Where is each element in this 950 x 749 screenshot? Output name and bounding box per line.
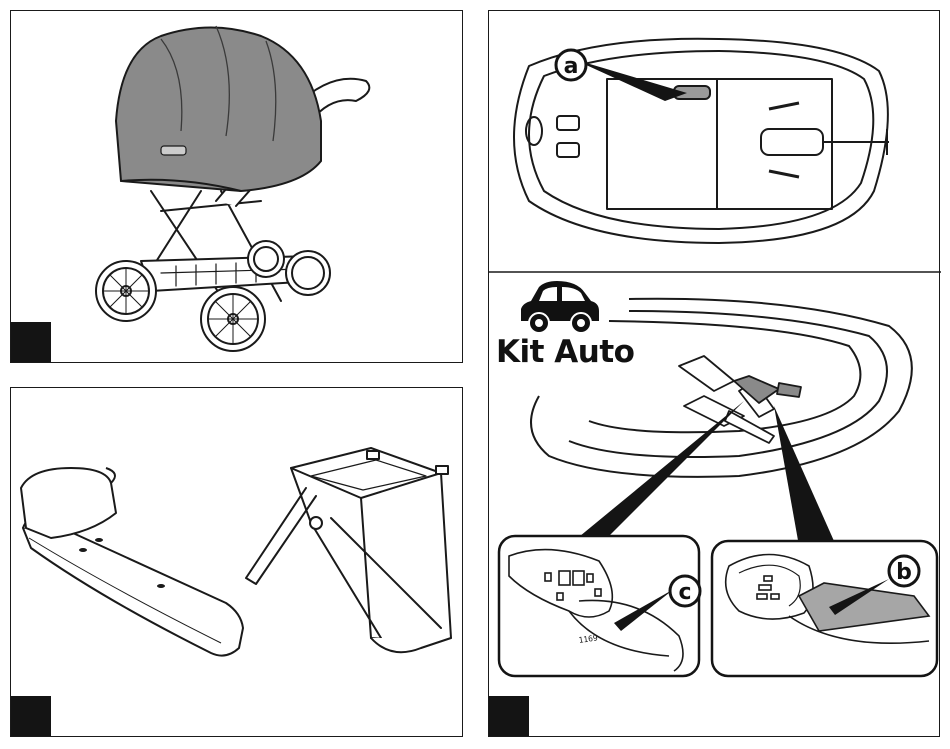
kit-auto-label: Kit Auto — [496, 334, 634, 370]
callout-b: b — [896, 560, 912, 585]
figure-panel-mattress-stand — [10, 387, 463, 737]
car-icon — [517, 279, 603, 335]
figure-panel-kit-auto: a 1169 — [488, 10, 940, 737]
callout-a: a — [564, 54, 579, 79]
figure-number-box — [489, 696, 529, 736]
figure-panel-pram — [10, 10, 463, 363]
pram-illustration — [11, 11, 464, 364]
carrycot-base-illustration: a 1169 — [489, 11, 941, 738]
callout-c: c — [678, 580, 691, 605]
figure-number-box — [11, 322, 51, 362]
figure-number-box — [11, 696, 51, 736]
stand-illustration — [11, 388, 464, 738]
